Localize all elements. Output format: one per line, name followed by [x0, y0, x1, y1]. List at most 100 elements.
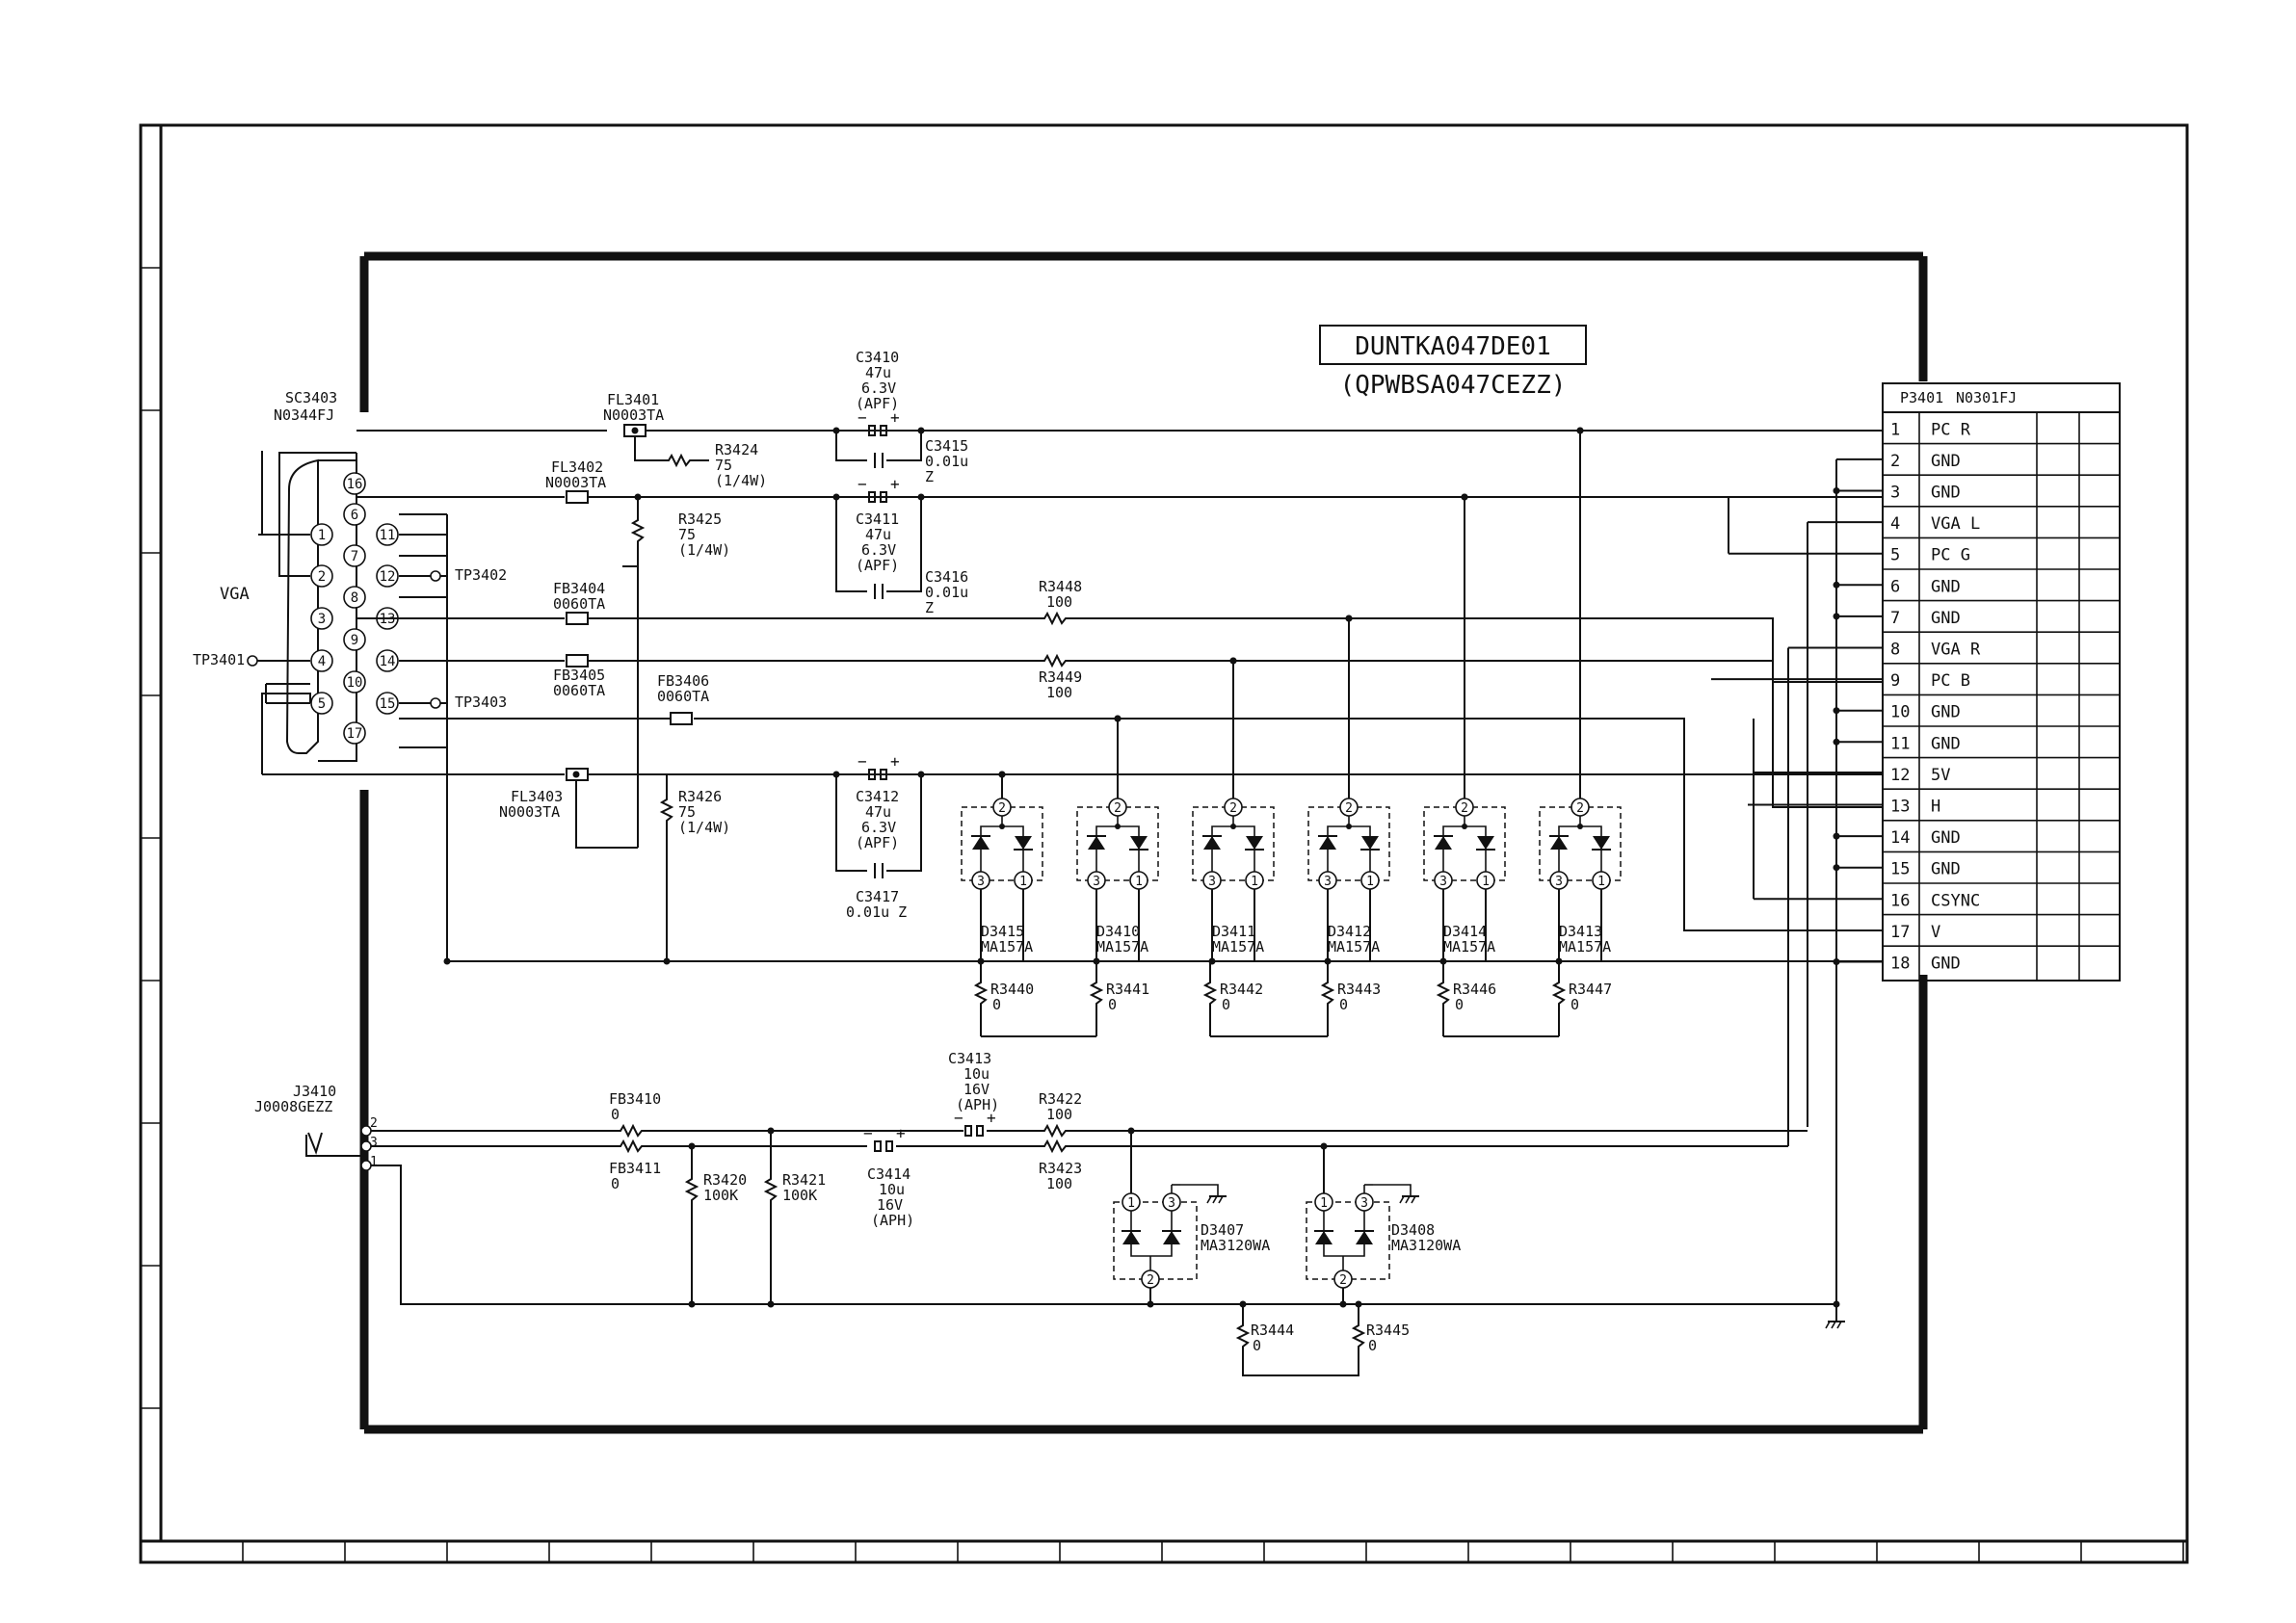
jack-pin-3: 3 [370, 1136, 378, 1150]
connector-pin-number: 13 [1890, 798, 1910, 817]
board-outline [359, 251, 1928, 1434]
wire [446, 514, 1883, 962]
diode-pin-label: 2 [1461, 801, 1468, 816]
connector-pin-number: 10 [1890, 703, 1910, 722]
fb3406-value: 0060TA [657, 688, 709, 705]
diode-pin-label: 1 [1320, 1196, 1328, 1211]
vga-pin-1 [310, 523, 333, 546]
r3444-ref: R3444 [1251, 1322, 1294, 1339]
junction-dot [1833, 958, 1840, 965]
diode-symbol [1315, 1231, 1333, 1244]
diode-pin-label: 1 [1251, 875, 1258, 889]
junction-dot [832, 493, 840, 501]
diode-symbol [1593, 836, 1610, 850]
diode-pack-d3413-part: MA157A [1559, 938, 1611, 955]
diode-pack-d3413 [1577, 824, 1583, 829]
r3440-value: 0 [992, 996, 1001, 1013]
diode-pin-label: 3 [1555, 875, 1563, 889]
connector-pin-name: 5V [1931, 766, 1950, 785]
ground-symbol [1836, 1321, 1842, 1329]
connector-pin-name: CSYNC [1931, 891, 1980, 910]
c3412-v1: 47u [865, 803, 891, 821]
fb3404-symbol [566, 612, 589, 625]
r3422-ref: R3422 [1039, 1090, 1082, 1108]
vga-pin-label: 6 [351, 508, 358, 523]
r3424-note: (1/4W) [715, 472, 767, 489]
vga-pin-10 [343, 670, 366, 694]
sheet-frame [139, 123, 2189, 1564]
c3415-ref: C3415 [925, 437, 968, 455]
connector-pin-name: GND [1931, 609, 1961, 628]
wire [886, 497, 922, 592]
connector-pin-number: 3 [1890, 484, 1900, 503]
diode-pack-d3415-ref: D3415 [981, 923, 1024, 940]
diode-pack-d3413 [1580, 825, 1602, 872]
wire [261, 693, 311, 774]
diode-pack-d3415 [999, 824, 1005, 829]
connector-pin-name: VGA L [1931, 514, 1980, 534]
diode-symbol [1361, 836, 1379, 850]
c3413-symbol [964, 1125, 972, 1137]
junction-dot [832, 427, 840, 434]
connector-pin-number: 17 [1890, 923, 1910, 942]
fb3405-symbol [566, 654, 589, 668]
diode-symbol [1088, 836, 1105, 850]
tp3401-label: TP3401 [193, 651, 245, 668]
r3445-ref: R3445 [1366, 1322, 1410, 1339]
r3426-note: (1/4W) [678, 819, 730, 836]
connector-pin-name: PC G [1931, 546, 1970, 565]
diode-pin-label: 1 [1127, 1196, 1135, 1211]
c3413-symbol [976, 1125, 984, 1137]
wire [278, 452, 356, 577]
diode-symbol [1319, 836, 1336, 850]
r3441-value: 0 [1108, 996, 1117, 1013]
fb3405-ref: FB3405 [553, 667, 605, 684]
c3416-ref: C3416 [925, 568, 968, 586]
polarity-plus: + [890, 475, 900, 493]
connector-pin-name: V [1931, 923, 1940, 942]
polarity-minus: − [863, 1124, 873, 1142]
junction-dot [998, 771, 1006, 778]
c3415-v1: 0.01u [925, 453, 968, 470]
polarity-minus: − [954, 1109, 963, 1127]
vga-pin-label: 12 [380, 569, 396, 585]
r3448-symbol [1041, 611, 1069, 626]
r3423-symbol [1041, 1139, 1069, 1154]
diode-pin-label: 3 [1360, 1196, 1368, 1211]
diode-symbol [1246, 836, 1263, 850]
fb3410-value: 0 [611, 1106, 620, 1123]
c3411-symbol [868, 491, 876, 503]
fl3401-symbol [623, 424, 647, 437]
c3416-v2: Z [925, 599, 934, 616]
ground-symbol [1399, 1195, 1405, 1204]
vga-pin-4 [310, 649, 333, 672]
zener-pack-d3407 [1180, 1184, 1219, 1196]
r3443-value: 0 [1339, 996, 1348, 1013]
c3414-v1: 10u [879, 1181, 905, 1198]
zener-pack-d3408 [1306, 1201, 1390, 1280]
junction-dot [1239, 1300, 1247, 1308]
wire [1069, 660, 1883, 808]
diode-pin-label: 2 [1229, 801, 1237, 816]
r-gnd-1 [1089, 979, 1104, 1008]
junction-dot [688, 1300, 696, 1308]
connector-pin-name: GND [1931, 703, 1961, 722]
r3426-symbol [659, 796, 674, 825]
c3412-v2: 6.3V [861, 819, 896, 836]
diode-pin-label: 2 [1345, 801, 1353, 816]
junction-dot [1555, 957, 1563, 965]
diode-pack-d3414-ref: D3414 [1443, 923, 1487, 940]
junction-dot [1833, 738, 1840, 746]
vga-pin-label: 9 [351, 633, 358, 648]
vga-pin-9 [343, 628, 366, 651]
diode-pin-label: 1 [1597, 875, 1605, 889]
r3447-ref: R3447 [1569, 981, 1612, 998]
diode-pack-d3411-part: MA157A [1212, 938, 1264, 955]
wire [622, 545, 639, 567]
junction-dot [663, 957, 671, 965]
tp3403-symbol [430, 697, 441, 709]
diode-pin-label: 2 [1114, 801, 1122, 816]
r3440-ref: R3440 [990, 981, 1034, 998]
